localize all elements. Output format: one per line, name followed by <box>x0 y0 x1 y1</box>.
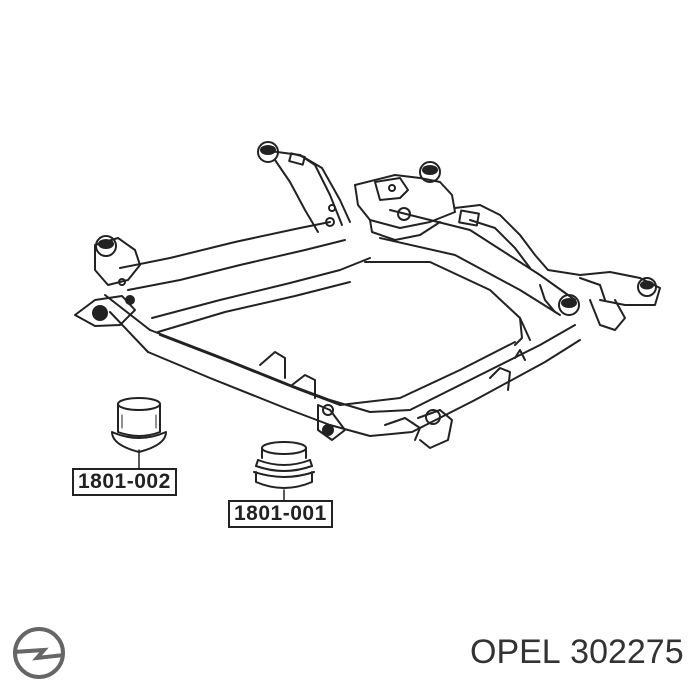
opel-logo-icon <box>13 627 65 679</box>
bushing-part-a <box>111 397 167 453</box>
rear-brackets <box>259 349 526 449</box>
right-rail-detail <box>454 204 661 331</box>
part-number: 302275 <box>570 633 684 671</box>
part-label-1801-001: 1801-001 <box>228 500 333 528</box>
front-right-mount <box>354 161 456 241</box>
bushing-part-b <box>253 441 315 489</box>
front-left-mount <box>74 235 141 327</box>
brand-caption: OPEL 302275 <box>470 633 684 672</box>
brand-name: OPEL <box>470 633 561 671</box>
subframe-inner-outline <box>151 257 531 406</box>
front-left-tower <box>257 141 351 233</box>
part-label-1801-002: 1801-002 <box>72 468 177 496</box>
subframe-outer-outline <box>104 209 581 437</box>
